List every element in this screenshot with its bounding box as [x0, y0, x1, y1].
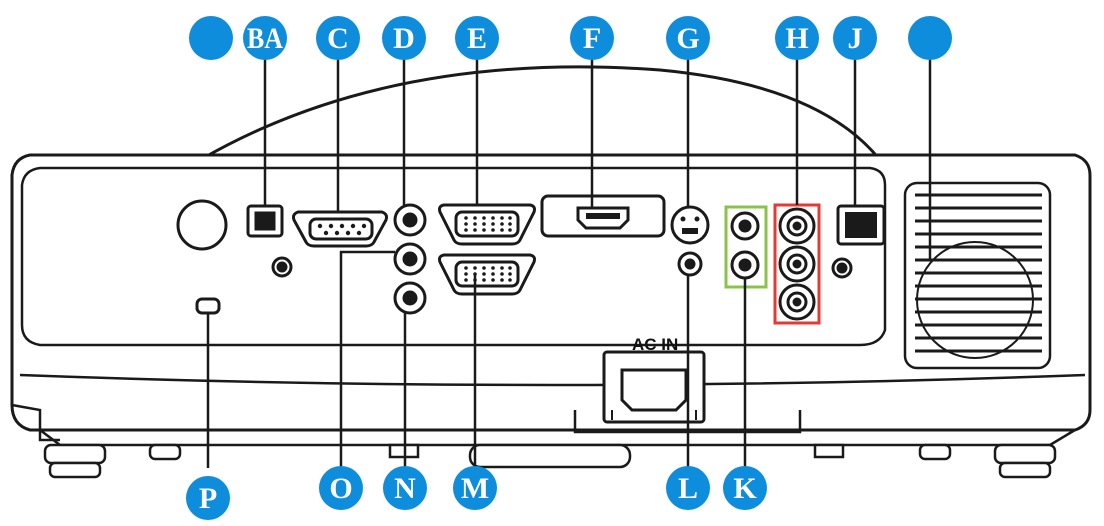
callout-circle — [833, 16, 877, 60]
callout-letter: O — [329, 472, 352, 505]
callout-letter: K — [733, 472, 757, 505]
callout-letter: N — [394, 472, 416, 505]
callout-circle — [243, 16, 287, 60]
callout-badges: BA C D E F G H J P O N M L K — [186, 16, 952, 520]
vent-grille — [903, 181, 1052, 370]
leader-o — [339, 250, 395, 470]
callout-letter: J — [848, 22, 863, 55]
feet — [43, 443, 1057, 479]
callout-circle — [455, 16, 499, 60]
callout-circle — [382, 16, 426, 60]
callout-h: H — [775, 16, 819, 60]
callout-p: P — [186, 476, 230, 520]
tab-right — [813, 443, 845, 459]
callout-k: K — [723, 466, 767, 510]
foot-left — [43, 443, 107, 465]
foot-right-pad — [998, 461, 1052, 479]
lower-skirt — [19, 373, 1086, 387]
callout-f: F — [570, 16, 614, 60]
callout-letter: E — [467, 22, 487, 55]
callout-letter: H — [785, 22, 808, 55]
top-hump — [199, 65, 882, 162]
callout-circle — [453, 466, 497, 510]
callout-o: O — [319, 466, 363, 510]
callout-c: C — [316, 16, 360, 60]
left-bracket — [11, 403, 60, 442]
callout-letter: G — [676, 22, 699, 55]
callout-circle — [189, 16, 233, 60]
security-lock-slot — [195, 297, 221, 315]
callout-i — [908, 16, 952, 60]
ir-receiver — [176, 199, 228, 251]
callout-g: G — [666, 16, 710, 60]
foot-mid-right — [918, 443, 952, 461]
callout-circle — [186, 476, 230, 520]
callout-letter: D — [393, 22, 415, 55]
callout-letter: P — [199, 482, 217, 515]
callout-l: L — [666, 466, 710, 510]
callout-circle — [666, 466, 710, 510]
callout-letter: M — [461, 472, 489, 505]
callout-circle — [666, 16, 710, 60]
callout-circle — [908, 16, 952, 60]
center-foot — [468, 443, 632, 469]
foot-left-pad — [48, 461, 102, 479]
ports — [176, 194, 886, 424]
callout-circle — [383, 466, 427, 510]
leader-lines — [206, 52, 932, 470]
callout-e: E — [455, 16, 499, 60]
callout-circle — [775, 16, 819, 60]
vent-slats — [915, 193, 1042, 353]
callout-circle — [723, 466, 767, 510]
base-line — [39, 428, 1076, 447]
callout-letter: C — [327, 22, 349, 55]
callout-a — [189, 16, 233, 60]
ac-in-label: AC IN — [632, 335, 678, 354]
callout-d: D — [382, 16, 426, 60]
callout-n: N — [383, 466, 427, 510]
callout-circle — [570, 16, 614, 60]
callout-letter: L — [678, 472, 698, 505]
foot-right — [993, 443, 1057, 465]
s-video-port — [670, 205, 710, 245]
ac-inlet-socket — [620, 368, 688, 412]
callout-m: M — [453, 466, 497, 510]
callout-circle — [316, 16, 360, 60]
foot-mid-left — [148, 443, 182, 461]
callout-b: BA — [243, 16, 287, 60]
callout-j: J — [833, 16, 877, 60]
callout-letter: BA — [247, 22, 283, 55]
callout-letter: F — [583, 22, 601, 55]
callout-circle — [319, 466, 363, 510]
